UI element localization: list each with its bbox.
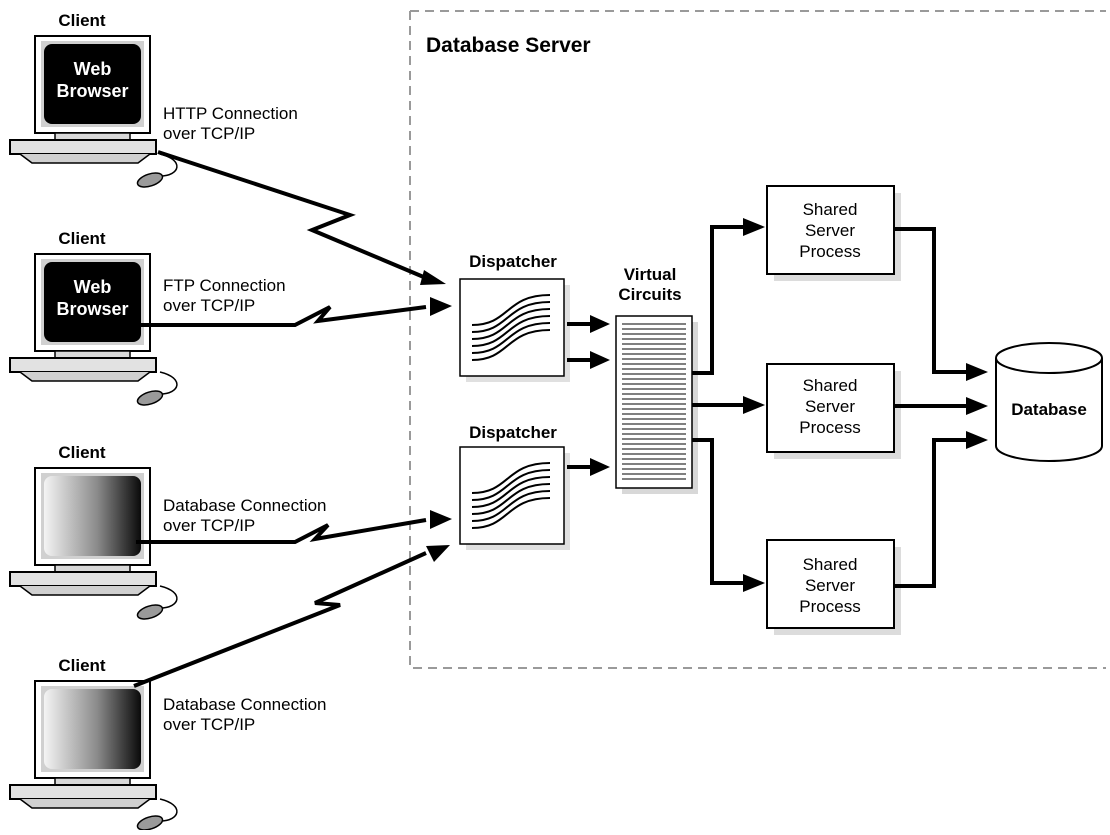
http-connection-line (157, 150, 427, 280)
arrowhead (590, 351, 610, 369)
arrowhead (743, 218, 765, 236)
dispatcher-label: Dispatcher (469, 252, 557, 271)
arrowhead (966, 431, 988, 449)
database-label: Database (1011, 400, 1087, 419)
database-connection-line-2 (133, 551, 427, 688)
arrowhead (966, 363, 988, 381)
database-connection-line-1 (136, 518, 427, 544)
connection-label-3-line-2: over TCP/IP (163, 516, 255, 535)
shared-server-label-line-2: Server (805, 576, 855, 595)
dispatcher-1: Dispatcher (459, 252, 570, 382)
shared-server-label-line-3: Process (799, 242, 860, 261)
arrowhead (590, 458, 610, 476)
screen-text-line-2: Browser (56, 81, 128, 101)
shared-server-label-line-3: Process (799, 418, 860, 437)
arrowhead (743, 574, 765, 592)
connection-label-2-line-1: FTP Connection (163, 276, 286, 295)
arrowhead (590, 315, 610, 333)
connection-label-4-line-1: Database Connection (163, 695, 327, 714)
arrowhead (420, 270, 446, 285)
virtual-circuit-lines (622, 323, 686, 480)
computer-icon: Web Browser (9, 253, 178, 406)
shared-server-label-line-2: Server (805, 397, 855, 416)
dispatcher-flow-icon (471, 294, 551, 361)
client-4: Client (9, 656, 178, 831)
arrowhead (430, 510, 452, 529)
screen-text-line-2: Browser (56, 299, 128, 319)
connection-label-2-line-2: over TCP/IP (163, 296, 255, 315)
connection-label-4-line-2: over TCP/IP (163, 715, 255, 734)
computer-icon (9, 680, 178, 831)
database-server-title: Database Server (426, 34, 591, 57)
client-label: Client (58, 11, 106, 30)
arrowhead (430, 297, 452, 316)
virtual-circuits-label-line-2: Circuits (618, 285, 681, 304)
client-1: Client Web Browser (9, 11, 178, 188)
shared-server-label-line-1: Shared (803, 376, 858, 395)
arrowhead (426, 545, 450, 562)
server-3-to-database-line (894, 438, 968, 588)
client-2: Client Web Browser (9, 229, 178, 406)
connection-label-1-line-1: HTTP Connection (163, 104, 298, 123)
arrowhead (743, 396, 765, 414)
arrowhead (966, 397, 988, 415)
connection-label-1-line-2: over TCP/IP (163, 124, 255, 143)
connection-label-3-line-1: Database Connection (163, 496, 327, 515)
client-label: Client (58, 443, 106, 462)
computer-icon: Web Browser (9, 35, 178, 188)
screen-text-line-1: Web (74, 59, 112, 79)
shared-server-process-3: Shared Server Process (766, 539, 901, 635)
client-label: Client (58, 229, 106, 248)
computer-icon (9, 467, 178, 620)
shared-server-label-line-1: Shared (803, 200, 858, 219)
screen-text-line-1: Web (74, 277, 112, 297)
dispatcher-label: Dispatcher (469, 423, 557, 442)
circuit-to-server-3-line (692, 438, 745, 585)
shared-server-label-line-3: Process (799, 597, 860, 616)
dispatcher-2: Dispatcher (459, 423, 570, 550)
shared-server-label-line-2: Server (805, 221, 855, 240)
circuit-to-server-1-line (692, 225, 745, 375)
virtual-circuits-label-line-1: Virtual (624, 265, 677, 284)
server-1-to-database-line (894, 227, 968, 374)
dispatcher-flow-icon (471, 462, 551, 529)
virtual-circuits: Virtual Circuits (615, 265, 698, 494)
ftp-connection-line (136, 305, 427, 327)
shared-server-process-1: Shared Server Process (766, 185, 901, 281)
shared-server-process-2: Shared Server Process (766, 363, 901, 459)
database-cylinder: Database (995, 342, 1103, 462)
database-server-boundary (409, 10, 1106, 669)
client-3: Client (9, 443, 178, 620)
client-label: Client (58, 656, 106, 675)
shared-server-label-line-1: Shared (803, 555, 858, 574)
